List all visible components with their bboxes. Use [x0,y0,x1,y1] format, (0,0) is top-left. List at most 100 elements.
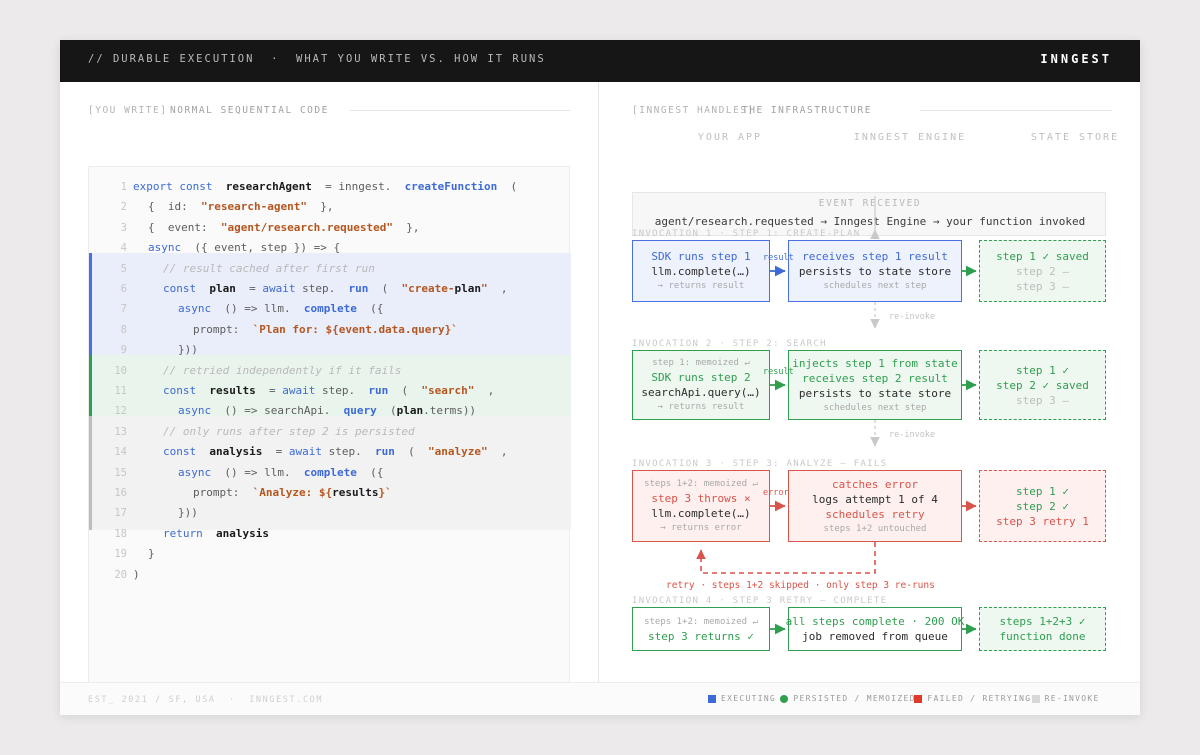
invocation-label: INVOCATION 3 · STEP 3: ANALYZE — FAILS [632,459,887,469]
code-line-number: 1 [93,177,127,197]
box-line: llm.complete(…) [651,506,750,521]
right-section-tag: [INNGEST HANDLES] [632,105,755,116]
invocation-1-app-box: SDK runs step 1llm.complete(…)→ returns … [632,240,770,302]
legend-swatch-dot-icon [780,695,788,703]
legend-swatch-square-icon [708,695,716,703]
code-line-text: { event: "agent/research.requested" }, [148,218,420,238]
column-header-state-store: STATE STORE [980,132,1140,143]
code-line-number: 3 [93,218,127,238]
box-line: → returns result [658,400,745,414]
box-line: receives step 1 result [802,249,948,264]
invocation-3-app-box: steps 1+2: memoized ↵step 3 throws ×llm.… [632,470,770,542]
legend-label: PERSISTED / MEMOIZED [793,694,915,703]
invocation-label: INVOCATION 4 · STEP 3 RETRY — COMPLETE [632,596,887,606]
box-line: injects step 1 from state [792,356,958,371]
box-line: all steps complete · 200 OK [786,614,965,629]
box-line: → returns error [660,521,741,535]
code-line-text: async ({ event, step }) => { [148,238,340,258]
code-line-text: export const researchAgent = inngest. cr… [133,177,517,197]
box-line: → returns result [658,279,745,293]
box-line: step 1 ✓ saved [996,249,1089,264]
invocation-2-app-box: step 1: memoized ↵SDK runs step 2searchA… [632,350,770,420]
legend-label: FAILED / RETRYING [927,694,1031,703]
box-line: SDK runs step 1 [651,249,750,264]
box-line: schedules retry [825,507,924,522]
retry-note: retry · steps 1+2 skipped · only step 3 … [666,580,935,591]
box-line: step 1: memoized ↵ [652,356,750,370]
box-line: steps 1+2 untouched [824,522,927,536]
page-header: // DURABLE EXECUTION · WHAT YOU WRITE VS… [60,40,1140,82]
box-line: schedules next step [824,401,927,415]
box-line: step 3 – [1016,393,1069,408]
code-line-text: } [148,544,155,564]
code-line-number: 7 [93,299,127,319]
code-line-text: })) [178,503,198,523]
code-line-number: 17 [93,503,127,523]
arrow-label: result [763,367,794,377]
invocation-3-store-box: step 1 ✓step 2 ✓step 3 retry 1 [979,470,1106,542]
code-line-text: async () => llm. complete ({ [178,463,383,483]
code-line-text: prompt: `Plan for: ${event.data.query}` [193,320,458,340]
code-line-number: 5 [93,259,127,279]
poster-card: // DURABLE EXECUTION · WHAT YOU WRITE VS… [60,40,1140,715]
box-line: step 1 ✓ [1016,363,1069,378]
left-section-tag: [YOU WRITE] [88,105,167,116]
event-title: EVENT RECEIVED [633,198,1107,209]
code-line-number: 6 [93,279,127,299]
code-line-number: 12 [93,401,127,421]
code-line-text: ) [133,565,140,585]
box-line: schedules next step [824,279,927,293]
code-line-text: async () => searchApi. query (plan.terms… [178,401,476,421]
invocation-4-store-box: steps 1+2+3 ✓function done [979,607,1106,651]
box-line: persists to state store [799,264,951,279]
code-line-text: prompt: `Analyze: ${results}` [193,483,392,503]
code-line-number: 11 [93,381,127,401]
box-line: searchApi.query(…) [641,385,760,400]
code-block[interactable]: 1 export const researchAgent = inngest. c… [88,166,570,690]
column-header-inngest-engine: INNGEST ENGINE [815,132,1005,143]
box-line: step 2 – [1016,264,1069,279]
code-line-number: 15 [93,463,127,483]
legend-swatch-square-icon [1032,695,1040,703]
box-line: llm.complete(…) [651,264,750,279]
code-line-text: return analysis [163,524,269,544]
arrow-label: error [763,488,789,498]
code-line-number: 16 [93,483,127,503]
legend-item: FAILED / RETRYING [914,694,1031,703]
box-line: step 3 throws × [651,491,750,506]
legend-label: RE-INVOKE [1045,694,1100,703]
code-line-number: 2 [93,197,127,217]
box-line: function done [999,629,1085,644]
code-line-number: 13 [93,422,127,442]
brand-logo: INNGEST [1040,52,1112,66]
invocation-4-app-box: steps 1+2: memoized ↵step 3 returns ✓ [632,607,770,651]
code-line-text: const analysis = await step. run ( "anal… [163,442,507,462]
page-title: // DURABLE EXECUTION · WHAT YOU WRITE VS… [88,53,546,65]
box-line: receives step 2 result [802,371,948,386]
code-line-number: 20 [93,565,127,585]
left-section-rule [350,110,570,111]
box-line: persists to state store [799,386,951,401]
code-line-text: { id: "research-agent" }, [148,197,333,217]
legend-item: PERSISTED / MEMOIZED [780,694,915,703]
code-line-text: // retried independently if it fails [163,361,401,381]
box-line: step 2 ✓ saved [996,378,1089,393]
invocation-1-store-box: step 1 ✓ savedstep 2 –step 3 – [979,240,1106,302]
code-line-text: })) [178,340,198,360]
box-line: step 2 ✓ [1016,499,1069,514]
code-line-number: 10 [93,361,127,381]
column-header-your-app: YOUR APP [660,132,800,143]
code-line-number: 4 [93,238,127,258]
code-line-number: 9 [93,340,127,360]
code-line-number: 18 [93,524,127,544]
box-line: step 3 – [1016,279,1069,294]
code-line-text: // only runs after step 2 is persisted [163,422,415,442]
box-line: job removed from queue [802,629,948,644]
box-line: steps 1+2+3 ✓ [999,614,1085,629]
event-subtitle: agent/research.requested → Inngest Engin… [633,215,1107,228]
invocation-4-engine-box: all steps complete · 200 OKjob removed f… [788,607,962,651]
box-line: logs attempt 1 of 4 [812,492,938,507]
invocation-label: INVOCATION 1 · STEP 1: CREATE-PLAN [632,229,860,239]
box-line: step 3 retry 1 [996,514,1089,529]
legend-item: EXECUTING [708,694,776,703]
